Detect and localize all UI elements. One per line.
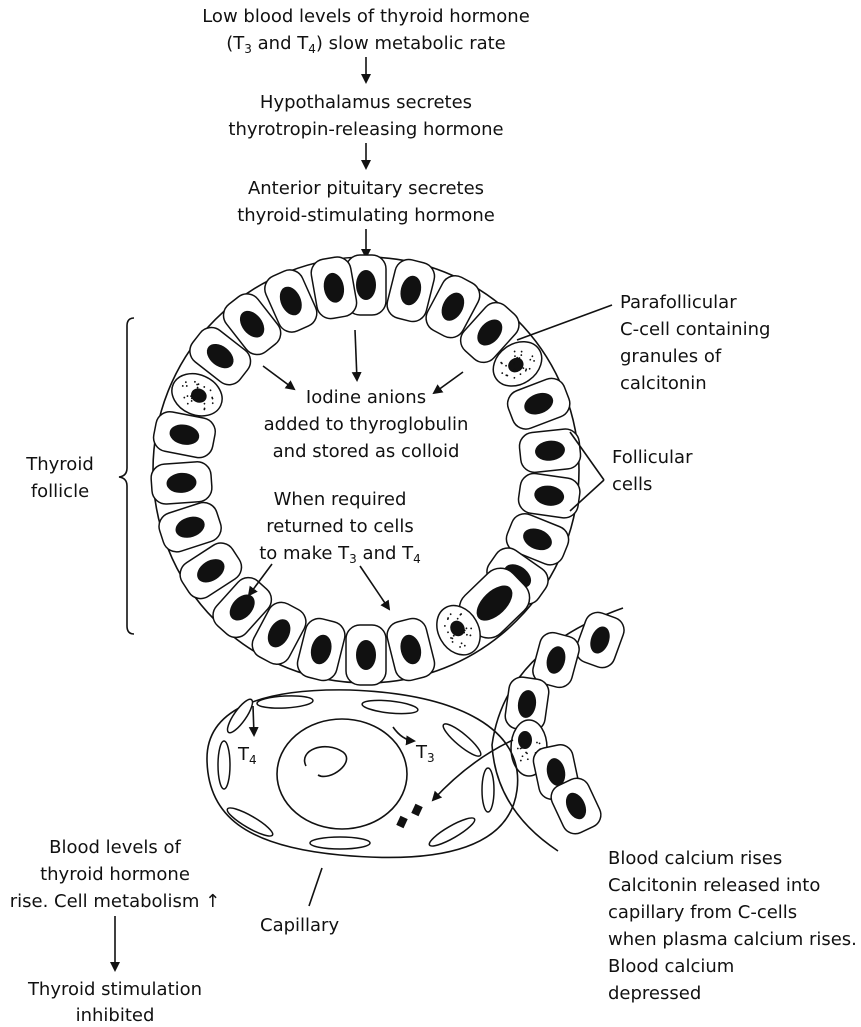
follicular-cell [150, 461, 213, 505]
follicular-cell [384, 616, 437, 684]
parafollicular-label-line-3: granules of [620, 346, 722, 367]
parafollicular-label-line-1: Parafollicular [620, 292, 737, 313]
c-cell-nucleus [518, 731, 532, 749]
t3-arrow [393, 727, 414, 741]
follicular-label-line-1: Follicular [612, 447, 693, 468]
return-label-line-1: When required [274, 489, 407, 510]
colloid-label-line-2: added to thyroglobulin [264, 414, 469, 435]
flow-step-1-line-2: (T3 and T4) slow metabolic rate [226, 33, 506, 56]
thyroid-follicle-label-line-1: Thyroid [25, 454, 94, 475]
colloid-label-line-3: and stored as colloid [273, 441, 460, 462]
bottom-left-result-line-2: inhibited [76, 1005, 155, 1026]
calcitonin-granule-2 [396, 816, 407, 828]
calcitonin-granule-dot [526, 736, 528, 738]
flow-step-3-line-2: thyroid-stimulating hormone [237, 205, 495, 226]
red-blood-cell-inner-curve [305, 747, 347, 777]
t4-arrow [253, 706, 254, 735]
bottom-left-line-2: thyroid hormone [40, 864, 190, 885]
bottom-right-line-3: capillary from C-cells [608, 902, 797, 923]
bottom-right-line-1: Blood calcium rises [608, 848, 782, 869]
parafollicular-label-line-2: C-cell containing [620, 319, 770, 340]
bottom-left-line-3: rise. Cell metabolism ↑ [10, 891, 221, 912]
arrow-cell-to-colloid-left [263, 366, 294, 389]
bottom-right-line-6: depressed [608, 983, 701, 1004]
t3-label: T3 [415, 742, 435, 765]
colloid-label-line-1: Iodine anions [306, 387, 426, 408]
follicular-cell [346, 625, 386, 685]
endothelial-cell [310, 837, 370, 849]
follicular-cell [572, 609, 627, 672]
flow-step-2-line-2: thyrotropin-releasing hormone [228, 119, 503, 140]
parafollicular-label-line-4: calcitonin [620, 373, 707, 394]
endothelial-cell [257, 695, 314, 710]
calcitonin-granule-dot [517, 748, 519, 750]
calcitonin-granule-dot [536, 742, 538, 744]
calcitonin-granule-dot [526, 743, 528, 745]
follicular-label-line-2: cells [612, 474, 652, 495]
endothelial-cell [440, 720, 484, 760]
t4-label: T4 [237, 744, 257, 767]
arrow-cell-to-colloid-top [355, 330, 357, 380]
calcitonin-granule-dot [527, 738, 529, 740]
flow-step-1-line-1: Low blood levels of thyroid hormone [202, 6, 530, 27]
calcitonin-granule-dot [522, 755, 524, 757]
thyroid-follicle-bracket [119, 318, 134, 634]
calcitonin-granule-dot [520, 760, 522, 762]
flow-step-3-line-1: Anterior pituitary secretes [248, 178, 484, 199]
parafollicular-leader-line [517, 305, 612, 340]
calcitonin-granule-dot [539, 742, 541, 744]
return-label-line-2: returned to cells [266, 516, 413, 537]
bottom-left-line-1: Blood levels of [49, 837, 181, 858]
follicular-cell-nucleus [356, 640, 376, 670]
endothelial-cell [224, 804, 275, 840]
flow-step-2-line-1: Hypothalamus secretes [260, 92, 472, 113]
bottom-right-line-2: Calcitonin released into [608, 875, 820, 896]
endothelial-cell [218, 741, 230, 789]
capillary-leader-line [309, 868, 322, 906]
capillary: T4 T3 [207, 690, 518, 906]
thyroid-follicle-label-line-2: follicle [31, 481, 89, 502]
bottom-left-result-line-1: Thyroid stimulation [27, 979, 202, 1000]
capillary-label: Capillary [260, 915, 339, 936]
endothelial-cell [224, 696, 257, 736]
endothelial-cell [426, 814, 477, 850]
return-label-line-3: to make T3 and T4 [259, 543, 421, 566]
follicular-cell-nucleus [356, 270, 376, 300]
calcitonin-granule-dot [527, 758, 529, 760]
bottom-right-line-5: Blood calcium [608, 956, 734, 977]
calcitonin-granule-dot [526, 752, 528, 754]
adjacent-follicle-cells [504, 609, 628, 838]
follicular-cell [151, 409, 218, 460]
calcitonin-granule-1 [411, 804, 422, 816]
calcitonin-granule-dot [520, 741, 522, 743]
calcitonin-granule-dot [521, 747, 523, 749]
arrow-cell-to-colloid-right [434, 372, 463, 393]
bottom-right-line-4: when plasma calcium rises. [608, 929, 857, 950]
endothelial-cells [218, 695, 494, 851]
red-blood-cell [277, 719, 407, 829]
follicular-cell [517, 472, 582, 520]
endothelial-cell [482, 768, 494, 812]
arrow-colloid-to-cell-right [360, 566, 389, 609]
endothelial-cell [362, 698, 419, 716]
